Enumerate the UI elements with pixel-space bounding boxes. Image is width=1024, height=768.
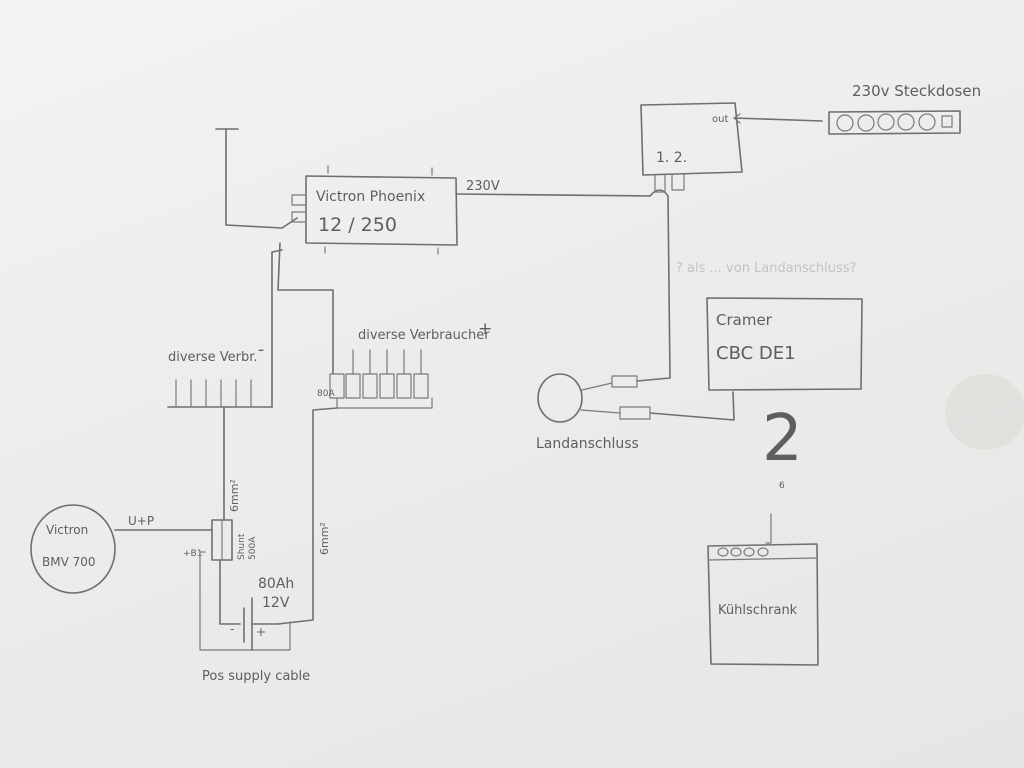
charger-brand: Cramer <box>716 311 773 329</box>
number-two: 2 <box>762 402 803 476</box>
consumers-neg-label: diverse Verbr. <box>168 350 258 365</box>
fridge: Kühlschrank <box>707 513 819 666</box>
inverter-model: 12 / 250 <box>318 214 397 236</box>
charger-model: CBC DE1 <box>716 343 796 364</box>
shore-power-label: Landanschluss <box>536 436 639 452</box>
supply-cable-label: Pos supply cable <box>202 669 310 684</box>
neg-wire-label: 6mm² <box>228 479 241 512</box>
outlet-strip: 230v Steckdosen <box>828 82 981 135</box>
shunt-rating: 500A <box>248 536 258 560</box>
switch-out-label: out <box>712 114 728 125</box>
battery-pos: + <box>256 625 266 639</box>
ground-symbol <box>215 128 298 229</box>
bmv-brand: Victron <box>46 523 88 537</box>
b1-label: +B1 <box>183 549 202 559</box>
inverter-box: Victron Phoenix 12 / 250 <box>291 165 458 255</box>
bmv-link-label: U+P <box>128 514 154 528</box>
consumers-pos-mark: + <box>478 319 492 339</box>
transfer-switch-box: 1. 2. out <box>640 102 823 193</box>
bmv-model: BMV 700 <box>42 555 96 569</box>
charger-box: Cramer CBC DE1 <box>649 297 863 421</box>
consumers-neg-mark: - <box>258 340 264 360</box>
consumers-pos-label: diverse Verbraucher <box>358 328 490 343</box>
inverter-name: Victron Phoenix <box>316 189 425 205</box>
outlets-label: 230v Steckdosen <box>852 82 981 100</box>
battery-capacity: 80Ah <box>258 576 294 592</box>
ac-output-line: 230V <box>455 179 669 197</box>
battery-monitor: Victron BMV 700 U+P <box>30 504 213 594</box>
battery-neg: - <box>230 622 234 636</box>
smudge <box>945 374 1024 450</box>
ac-voltage-label: 230V <box>466 179 500 194</box>
positive-busbar: diverse Verbraucher + 80A <box>277 242 492 625</box>
battery-voltage: 12V <box>262 595 290 611</box>
shunt-label: Shunt <box>237 533 247 560</box>
erased-note: ? als ... von Landanschluss? <box>676 261 856 276</box>
negative-busbar: diverse Verbr. - <box>167 249 283 521</box>
pos-wire-label: 6mm² <box>318 522 331 555</box>
switch-box-label: 1. 2. <box>656 150 687 166</box>
shore-power-inlet: Landanschluss <box>536 373 651 452</box>
shore-to-switch-line <box>636 195 671 382</box>
battery: 80Ah 12V - + <box>230 576 294 651</box>
fridge-label: Kühlschrank <box>718 603 798 618</box>
fuse-80a-label: 80A <box>317 389 335 399</box>
number-small: 6 <box>779 481 785 491</box>
shunt: Shunt 500A +B1 <box>183 519 291 651</box>
